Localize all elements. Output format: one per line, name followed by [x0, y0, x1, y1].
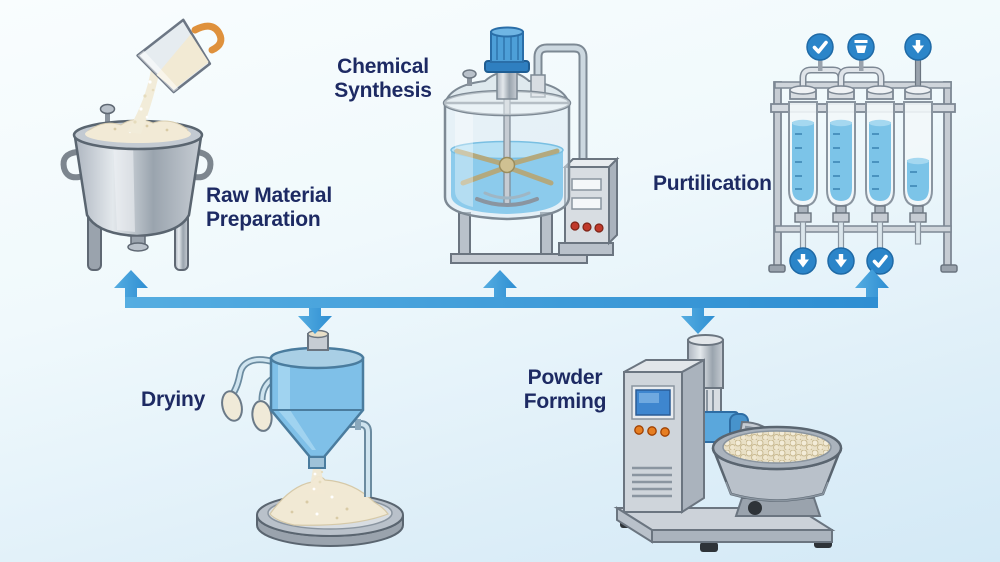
reactor-stand	[450, 212, 588, 264]
granulator-illustration	[592, 330, 860, 562]
stage-label-powder-forming: Powder Forming	[523, 366, 607, 414]
pellet-bowl	[711, 425, 843, 517]
nozzle-bulb	[221, 390, 243, 422]
control-box	[558, 156, 620, 256]
pot-handle-left	[60, 149, 82, 181]
stage-label-drying: Dryiny	[141, 388, 206, 411]
button	[634, 425, 644, 435]
column-rack	[768, 81, 958, 273]
tray-badge-icon	[847, 33, 875, 61]
pot-body	[73, 135, 203, 238]
stage-label-purification: Purtilication	[653, 172, 772, 195]
display-slot	[571, 178, 602, 191]
transfer-tube	[533, 43, 588, 165]
stirrer-impeller	[454, 70, 560, 207]
purification-columns-illustration	[763, 20, 963, 280]
hopper-body	[269, 329, 365, 469]
down-arrow-badge-icon	[789, 247, 817, 275]
falling-powder	[309, 468, 325, 494]
stage-label-chemical-synthesis: Chemical Synthesis	[334, 55, 432, 103]
bowl-port	[748, 501, 762, 515]
column-valves	[794, 205, 927, 255]
down-arrow-badge-icon	[904, 33, 932, 61]
nozzle-bulb	[251, 400, 273, 432]
stage-label-raw-material-preparation: Raw Material Preparation	[206, 184, 332, 232]
red-indicator	[582, 222, 592, 232]
down-arrow-badge-icon	[827, 247, 855, 275]
cup-handle	[191, 22, 225, 54]
control-cabinet	[623, 358, 705, 514]
hopper-outlet	[308, 456, 326, 469]
reactor-illustration	[425, 15, 620, 265]
pot-handle-right	[192, 149, 214, 181]
stirrer-motor	[484, 26, 530, 100]
pouring-powder-stream	[127, 70, 159, 134]
flow-line	[125, 297, 878, 308]
measuring-cup	[136, 18, 212, 94]
check-badge-icon	[805, 32, 835, 62]
red-indicator	[594, 223, 604, 233]
button	[647, 426, 657, 436]
lid-knob	[462, 69, 477, 79]
button	[660, 427, 670, 437]
vent-slats	[632, 466, 672, 498]
mixing-pot-illustration	[55, 12, 235, 284]
check-badge-icon	[865, 246, 895, 276]
pot-valve-knob	[99, 103, 116, 124]
spray-dryer-illustration	[212, 322, 412, 557]
display-slot	[571, 197, 602, 210]
up-arrow-chemical-synthesis	[483, 270, 517, 297]
dryer-outlet-pipe	[350, 419, 372, 497]
red-indicator	[570, 221, 580, 231]
